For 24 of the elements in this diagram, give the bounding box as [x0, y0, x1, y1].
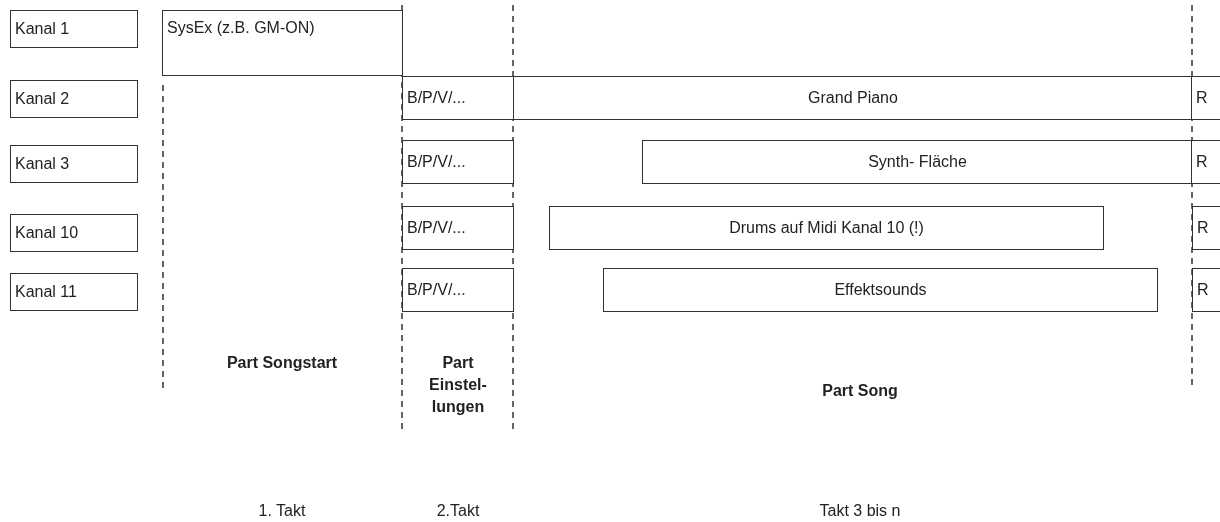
- event-block: SysEx (z.B. GM-ON): [162, 10, 403, 76]
- section-label: Part Songstart: [225, 353, 339, 373]
- bar-label: 1. Takt: [257, 501, 307, 521]
- section-label: Part Einstel- lungen: [428, 353, 488, 417]
- event-block: R: [1191, 76, 1220, 120]
- event-block: R: [1192, 268, 1220, 312]
- section-label: Part Song: [821, 381, 899, 401]
- event-block: B/P/V/...: [402, 268, 514, 312]
- channel-box: Kanal 3: [10, 145, 138, 183]
- bar-label: 2.Takt: [435, 501, 481, 521]
- event-block: B/P/V/...: [402, 76, 514, 120]
- channel-box: Kanal 10: [10, 214, 138, 252]
- event-block: B/P/V/...: [402, 206, 514, 250]
- event-block: Effektsounds: [603, 268, 1158, 312]
- event-block: Synth- Fläche: [642, 140, 1193, 184]
- channel-box: Kanal 1: [10, 10, 138, 48]
- event-block: Drums auf Midi Kanal 10 (!): [549, 206, 1104, 250]
- event-block: Grand Piano: [513, 76, 1193, 120]
- event-block: R: [1191, 140, 1220, 184]
- channel-box: Kanal 2: [10, 80, 138, 118]
- bar-label: Takt 3 bis n: [818, 501, 902, 521]
- channel-box: Kanal 11: [10, 273, 138, 311]
- event-block: B/P/V/...: [402, 140, 514, 184]
- event-block: R: [1192, 206, 1220, 250]
